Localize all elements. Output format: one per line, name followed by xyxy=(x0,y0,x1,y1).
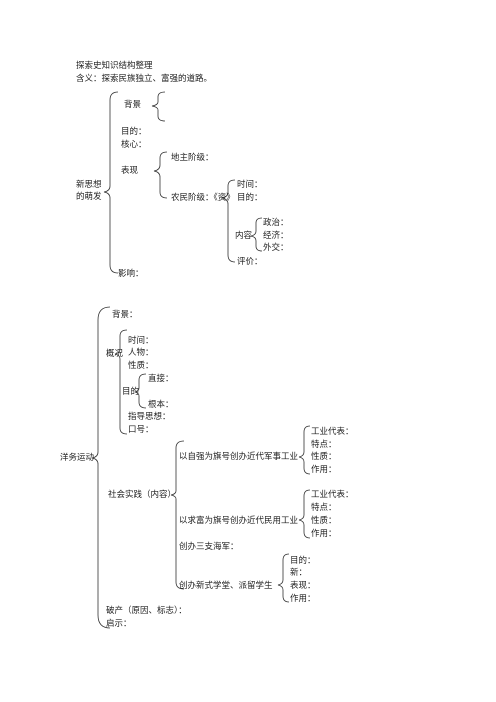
node-civil-industry: 以求富为旗号创办近代民用工业 xyxy=(179,516,299,526)
bracket-military xyxy=(298,425,311,475)
node-school-purpose: 目的： xyxy=(290,556,316,566)
node-bankruptcy: 破产（原因、标志）： xyxy=(106,606,187,616)
node-time: 时间： xyxy=(237,180,263,190)
node-schools: 创办新式学堂、派留学生 xyxy=(179,581,273,591)
node-slogan: 口号： xyxy=(128,425,154,435)
node-effect-2: 作用： xyxy=(311,529,337,539)
node-industry-rep-1: 工业代表： xyxy=(311,427,354,437)
node-nature-1: 性质： xyxy=(311,452,337,462)
bracket-manifest xyxy=(153,151,168,199)
node-social-practice: 社会实践（内容） xyxy=(108,490,177,500)
node-school-performance: 表现： xyxy=(290,581,316,591)
node-background: 背景 xyxy=(124,100,142,110)
node-school-new: 新： xyxy=(290,568,308,578)
node-background-2: 背景： xyxy=(112,310,138,320)
node-nature-2: 性质： xyxy=(311,516,337,526)
node-inspiration: 启示： xyxy=(106,619,132,629)
node-military-industry: 以自强为旗号创办近代军事工业 xyxy=(179,452,299,462)
node-feature-1: 特点： xyxy=(311,440,337,450)
node-evaluation: 评价： xyxy=(237,257,263,267)
page-title: 探索史知识结构整理 xyxy=(76,61,153,71)
bracket-content xyxy=(250,217,263,252)
node-purpose: 目的： xyxy=(121,127,147,137)
node-industry-rep-2: 工业代表： xyxy=(311,490,354,500)
topic-new-thought-line2: 的萌发 xyxy=(76,192,102,202)
bracket-schools xyxy=(277,553,290,603)
bracket-peasant xyxy=(221,179,236,263)
node-purpose-3: 目的 xyxy=(122,387,140,397)
node-influence: 影响： xyxy=(118,269,144,279)
bracket-overview xyxy=(114,329,128,435)
topic-new-thought-line1: 新思想 xyxy=(76,180,102,190)
bracket-civil xyxy=(298,489,311,539)
topic-westernization: 洋务运动 xyxy=(60,453,95,463)
node-manifest: 表现 xyxy=(121,166,139,176)
node-landlord: 地主阶级： xyxy=(171,153,214,163)
bracket-new-thought xyxy=(103,91,119,274)
node-core: 核心： xyxy=(121,140,147,150)
node-economy: 经济： xyxy=(263,231,289,241)
node-direct: 直接： xyxy=(148,374,174,384)
bracket-purpose xyxy=(134,373,147,409)
node-content: 内容 xyxy=(235,231,253,241)
node-diplomacy: 外交： xyxy=(263,243,289,253)
node-time-2: 时间： xyxy=(128,336,154,346)
bracket-westernization xyxy=(91,306,111,629)
node-school-effect: 作用： xyxy=(290,594,316,604)
node-fundamental: 根本： xyxy=(148,400,174,410)
bracket-background xyxy=(151,91,166,122)
node-effect-1: 作用： xyxy=(311,465,337,475)
node-nature: 性质： xyxy=(128,361,154,371)
bracket-social-practice xyxy=(170,440,185,590)
definition-text: 含义：探索民族独立、富强的道路。 xyxy=(76,74,213,84)
node-ideology: 指导思想： xyxy=(128,412,171,422)
node-overview: 概况 xyxy=(106,349,124,359)
node-peasant: 农民阶级：《资》 xyxy=(171,193,235,203)
node-purpose-2: 目的： xyxy=(237,193,263,203)
node-feature-2: 特点： xyxy=(311,503,337,513)
node-navy: 创办三支海军： xyxy=(179,542,239,552)
node-politics: 政治： xyxy=(263,218,289,228)
node-people: 人物： xyxy=(128,348,154,358)
